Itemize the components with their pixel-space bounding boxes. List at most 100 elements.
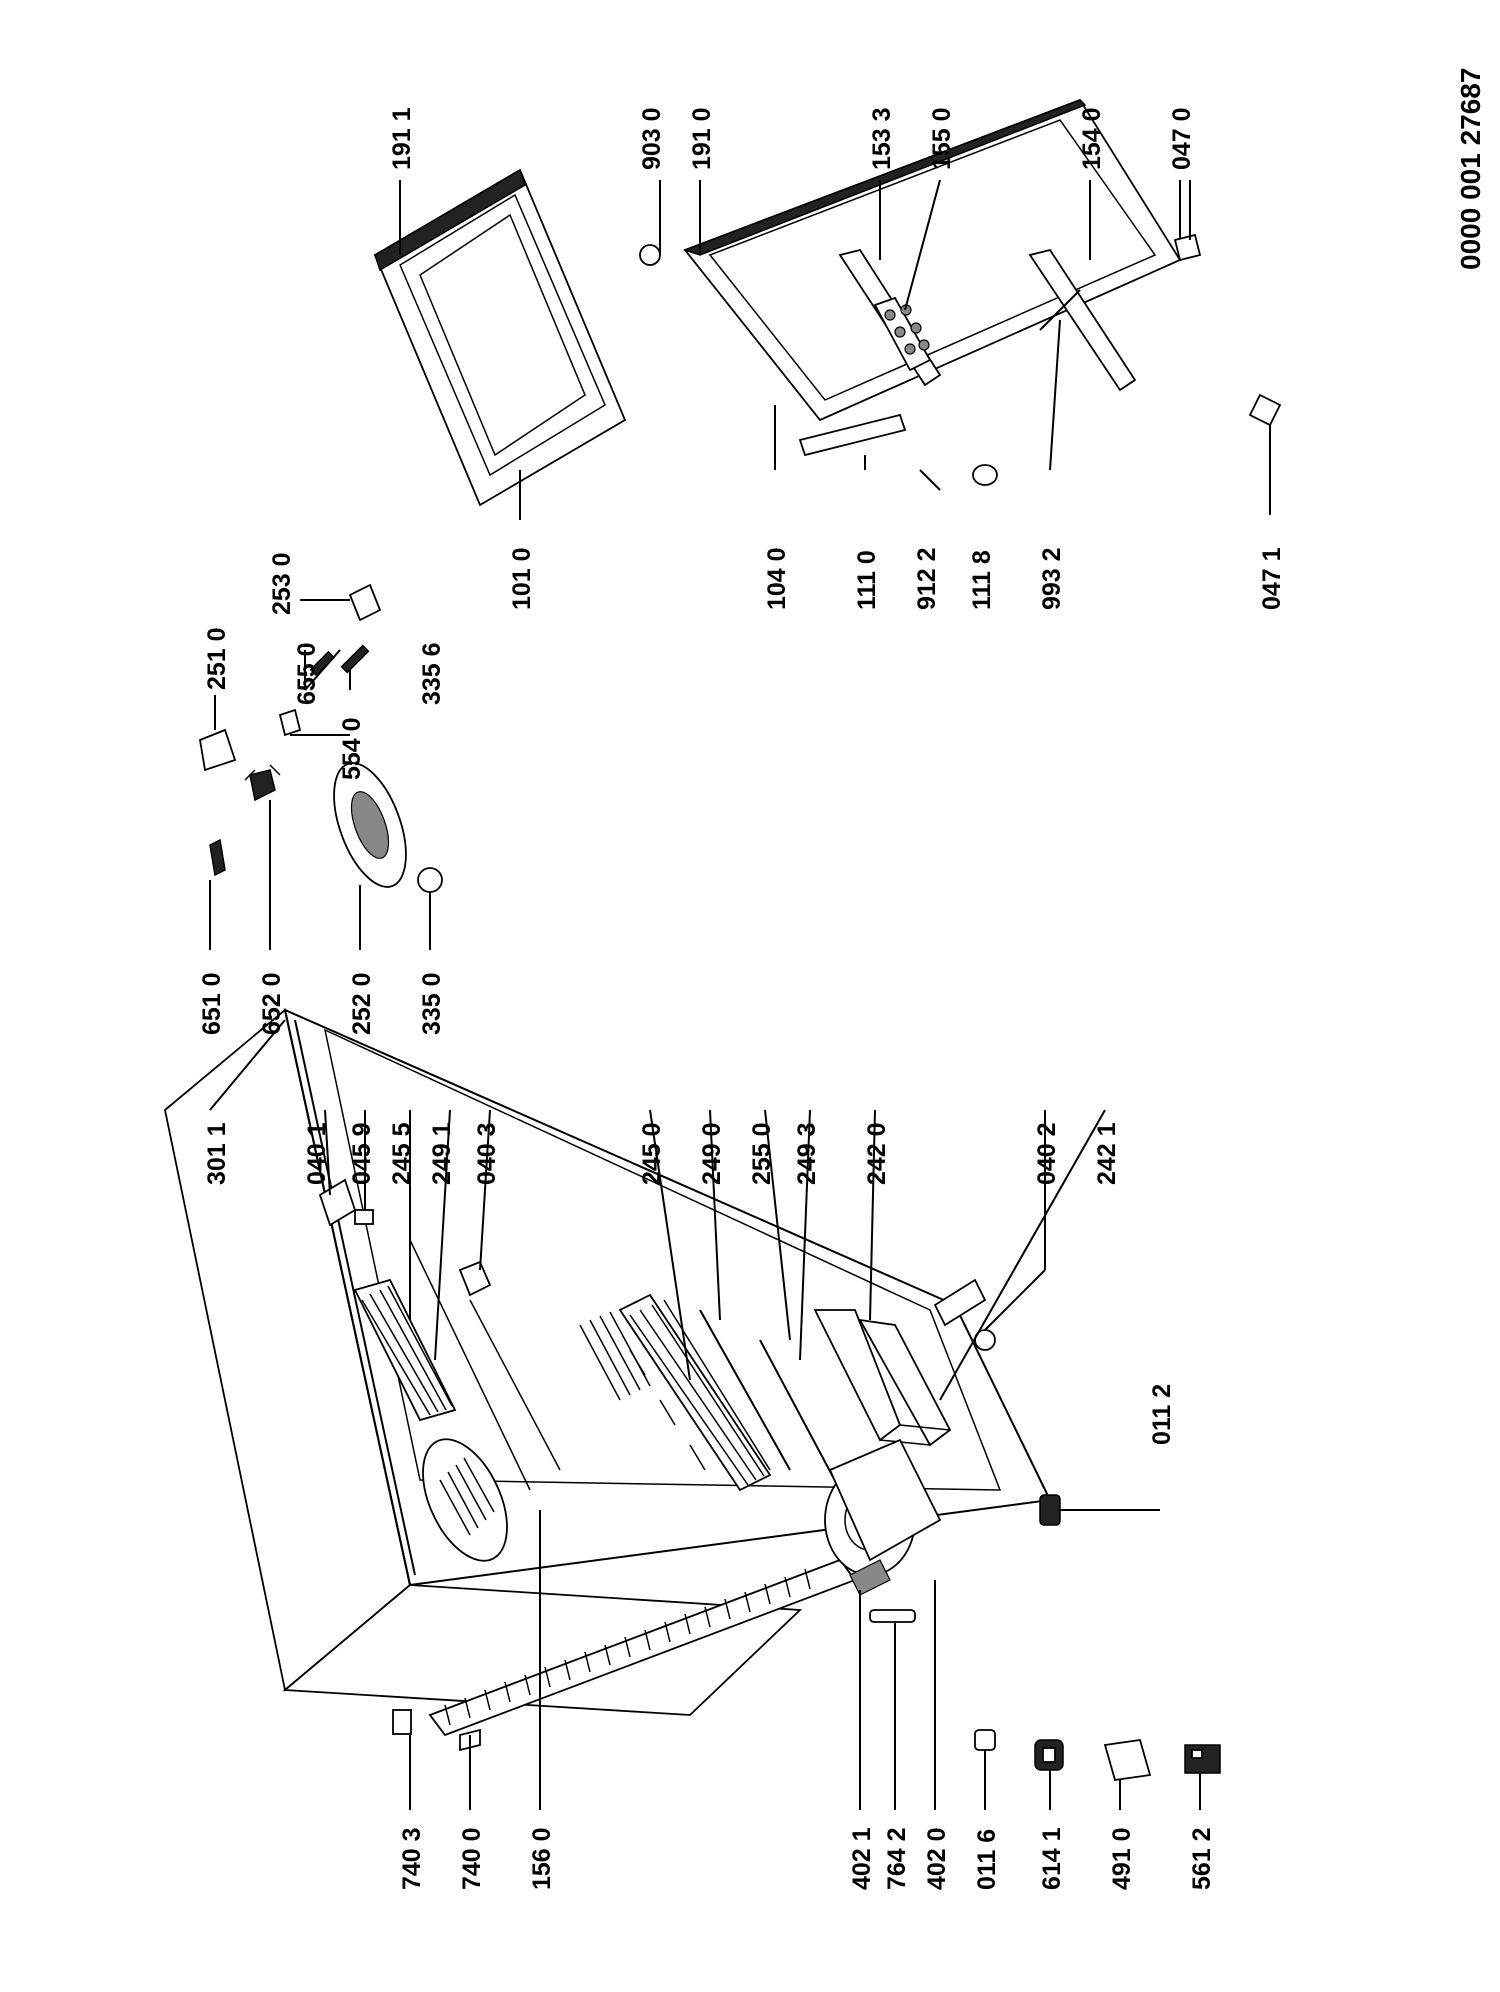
part-labels: 301 1 040 1 045 9 245 5 249 1 040 3 245 … [198, 107, 1286, 1890]
part-655-0 [304, 649, 341, 691]
label-255-0: 255 0 [748, 1122, 776, 1185]
label-335-6: 335 6 [418, 642, 446, 705]
part-251-0 [198, 728, 237, 772]
label-651-0: 651 0 [198, 972, 226, 1035]
label-764-2: 764 2 [883, 1827, 911, 1890]
label-153-3: 153 3 [868, 107, 896, 170]
part-912-2 [919, 469, 941, 491]
bottom-hinge [933, 1278, 987, 1327]
part-047-0 [1173, 233, 1202, 262]
cabinet-top-rail [284, 1009, 416, 1586]
part-011-6 [974, 1729, 996, 1751]
label-242-0: 242 0 [863, 1122, 891, 1185]
freezer-door-panel [373, 168, 627, 507]
label-040-2: 040 2 [1033, 1122, 1061, 1185]
label-101-0: 101 0 [508, 547, 536, 610]
label-554-0: 554 0 [338, 717, 366, 780]
shelf-rail-upper [699, 1309, 791, 1471]
label-740-0: 740 0 [458, 1827, 486, 1890]
label-253-0: 253 0 [268, 552, 296, 615]
egg-tray [873, 296, 932, 372]
part-111-8 [972, 464, 998, 486]
label-111-0: 111 0 [853, 550, 881, 610]
label-301-1: 301 1 [203, 1122, 231, 1185]
label-252-0: 252 0 [348, 972, 376, 1035]
part-740-3 [392, 1709, 412, 1735]
label-047-0: 047 0 [1168, 107, 1196, 170]
label-011-6: 011 6 [973, 1829, 1001, 1890]
part-614-1 [1034, 1739, 1064, 1771]
label-561-2: 561 2 [1188, 1827, 1216, 1890]
label-104-0: 104 0 [763, 547, 791, 610]
label-912-2: 912 2 [913, 547, 941, 610]
part-047-1 [1248, 393, 1282, 427]
label-249-3: 249 3 [793, 1122, 821, 1185]
label-191-0: 191 0 [688, 107, 716, 170]
compressor [824, 1438, 942, 1576]
label-652-0: 652 0 [258, 972, 286, 1035]
cabinet-top [164, 1008, 411, 1692]
part-335-0 [417, 867, 443, 893]
cabinet-side-panel [282, 1584, 803, 1716]
label-402-1: 402 1 [848, 1827, 876, 1890]
thermostat-leaders [209, 599, 431, 950]
thermostat-box [458, 1260, 492, 1297]
part-561-2 [1184, 1744, 1221, 1774]
label-251-0: 251 0 [203, 627, 231, 690]
label-191-1: 191 1 [388, 107, 416, 170]
label-245-0: 245 0 [638, 1122, 666, 1185]
label-245-5: 245 5 [388, 1122, 416, 1185]
label-903-0: 903 0 [638, 107, 666, 170]
main-shelf-frame [618, 1293, 772, 1492]
part-903-0 [639, 244, 661, 266]
part-491-0 [1103, 1738, 1152, 1782]
part-554-0 [278, 708, 302, 737]
thermostat-parts [198, 583, 443, 893]
part-652-0 [244, 764, 281, 802]
label-491-0: 491 0 [1108, 1827, 1136, 1890]
label-011-2: 011 2 [1148, 1384, 1176, 1445]
leveling-foot [1039, 1494, 1160, 1526]
hinge-bolt [354, 1209, 374, 1225]
door-bar [1039, 289, 1081, 331]
crisper-drawer [813, 1309, 952, 1447]
label-242-1: 242 1 [1093, 1122, 1121, 1185]
part-335-6 [340, 644, 370, 674]
cabinet-assembly [164, 1008, 1221, 1782]
label-040-1: 040 1 [303, 1122, 331, 1185]
label-047-1: 047 1 [1258, 547, 1286, 610]
label-111-8: 111 8 [968, 550, 996, 610]
label-249-1: 249 1 [428, 1122, 456, 1185]
label-402-0: 402 0 [923, 1827, 951, 1890]
label-993-2: 993 2 [1038, 547, 1066, 610]
fridge-door-leaders [659, 179, 1181, 471]
evaporator-grill-body [422, 1438, 508, 1562]
label-045-9: 045 9 [348, 1122, 376, 1185]
compressor-base-plate [828, 1438, 942, 1562]
part-253-0 [348, 583, 382, 622]
freezer-door-gasket [374, 168, 526, 272]
label-040-3: 040 3 [473, 1122, 501, 1185]
shelf-rail-lower [759, 1339, 841, 1491]
document-id: 0000 001 27687 [1455, 68, 1486, 270]
label-614-1: 614 1 [1038, 1827, 1066, 1890]
freezer-shelf [353, 1278, 457, 1422]
label-249-0: 249 0 [698, 1122, 726, 1185]
evaporator-grill [422, 1438, 508, 1562]
bottle-rack [579, 1311, 651, 1401]
part-252-0 [333, 762, 407, 888]
label-335-0: 335 0 [418, 972, 446, 1035]
label-156-0: 156 0 [528, 1827, 556, 1890]
cabinet-leaders [209, 1019, 1201, 1810]
compressor-relay [849, 1559, 891, 1596]
freezer-divider [409, 1239, 561, 1491]
label-155-0: 155 0 [928, 107, 956, 170]
label-154-0: 154 0 [1078, 107, 1106, 170]
label-655-0: 655 0 [293, 642, 321, 705]
freezer-door-inner [399, 193, 606, 477]
fridge-door-inner [708, 119, 1157, 401]
door-shelf-lower [1028, 248, 1137, 392]
freezer-door [373, 168, 627, 507]
label-740-3: 740 3 [398, 1827, 426, 1890]
